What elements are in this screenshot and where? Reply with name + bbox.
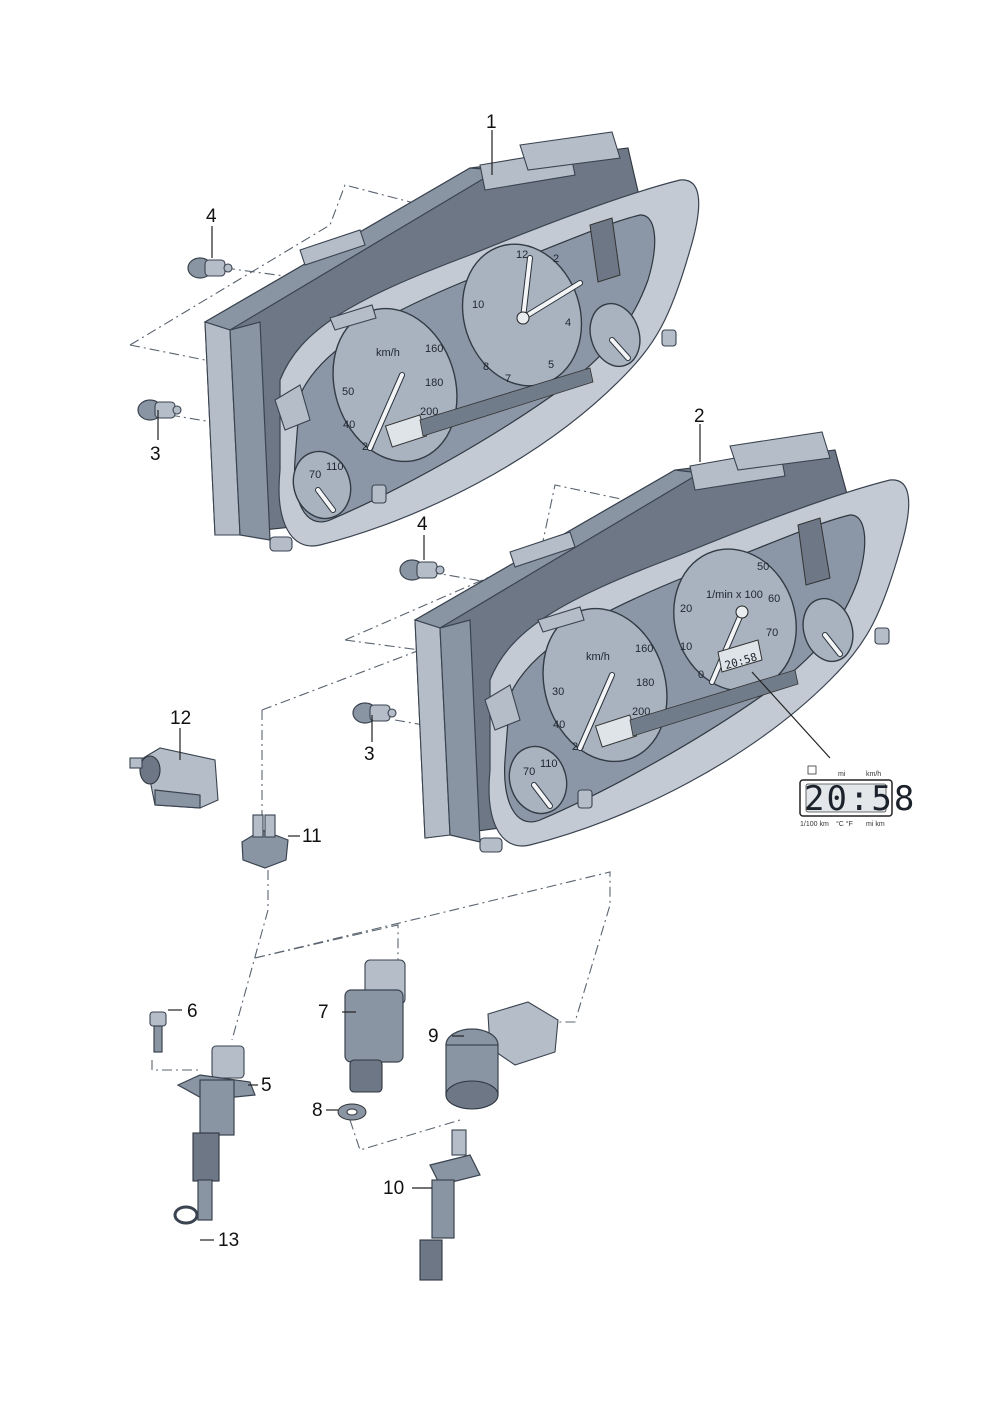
c2-speedo-tick: 180 [636,677,654,689]
connector-11 [241,814,300,869]
callout-label: 5 [261,1075,272,1096]
c1-clock-tick: 10 [472,299,484,311]
callout-label: 11 [302,826,322,847]
c1-clock-tick: 7 [505,373,511,385]
lcd-detail-label: km/h [866,771,881,778]
callout-label: 6 [187,1001,198,1022]
callout-label: 8 [312,1100,323,1121]
lcd-detail-label: 1/100 km [800,821,829,828]
lcd-detail-label: °C °F [836,820,853,828]
c2-tacho-tick: 0 [698,669,704,681]
c2-speedo-tick: 160 [635,643,653,655]
c2-tacho-tick: 70 [766,627,778,639]
lcd-detail-label: mi km [866,821,885,828]
lcd-detail: 20:58 mi km/h 1/100 km °C °F mi km [799,765,916,828]
holder-12 [129,728,219,809]
instrument-cluster-2: km/h 30 40 160 180 200 20 1/min x 100 20… [413,431,910,853]
callout-label: 12 [170,708,191,729]
c1-speedo-tick: 40 [343,419,355,431]
c2-tacho-tick: 50 [757,561,769,573]
bulb-holder-4a [187,257,233,279]
c1-speedo-tick: 180 [425,377,443,389]
c1-clock-tick: 4 [565,317,571,329]
callout-label: 7 [318,1002,329,1023]
bulb-holder-3b [352,702,397,724]
sender-5 [173,1045,258,1241]
callout-label: 10 [383,1178,404,1199]
c1-speedo-tick: 160 [425,343,443,355]
callout-label: 2 [694,406,705,427]
c2-tacho-unit: 1/min x 100 [706,589,763,601]
callout-label: 13 [218,1230,239,1251]
lcd-detail-label: mi [838,771,846,778]
c1-clock-tick: 2 [553,253,559,265]
leader-lines [157,130,701,742]
instrument-cluster-1: km/h 50 40 160 180 200 20 12 2 4 5 7 8 1… [203,131,700,552]
callouts: 1 2 3 3 4 4 5 6 7 8 9 10 11 12 13 [150,112,705,1251]
c2-tacho-tick: 10 [680,641,692,653]
sensor-9 [445,1001,559,1110]
c1-clock-tick: 8 [483,361,489,373]
c2-speedo-unit: km/h [586,651,610,663]
bulb-holder-3a [137,399,182,421]
c2-tacho-tick: 20 [680,603,692,615]
c2-speedo-tick: 30 [552,686,564,698]
callout-label: 1 [486,112,497,133]
bulb-holder-4b [399,559,445,581]
c1-speedo-unit: km/h [376,347,400,359]
c1-speedo-tick: 50 [342,386,354,398]
c1-temp-tick: 70 [309,469,321,481]
screw-6 [149,1009,182,1053]
c2-speedo-tick: 40 [553,719,565,731]
sensor-10 [412,1129,481,1281]
sensor-7 [342,959,406,1093]
callout-label: 3 [364,744,375,765]
c1-speedo-tick: 200 [420,406,438,418]
c2-tacho-tick: 60 [768,593,780,605]
c1-clock-tick: 12 [516,249,528,261]
c2-temp-tick: 70 [523,766,535,778]
c1-clock-tick: 5 [548,359,554,371]
washer-8 [326,1103,367,1121]
c2-temp-tick: 110 [540,758,558,770]
callout-label: 4 [417,514,428,535]
callout-label: 3 [150,444,161,465]
lcd-detail-value: 20:58 [804,779,916,819]
callout-label: 4 [206,206,217,227]
c1-temp-tick: 110 [326,461,344,473]
callout-label: 9 [428,1026,439,1047]
